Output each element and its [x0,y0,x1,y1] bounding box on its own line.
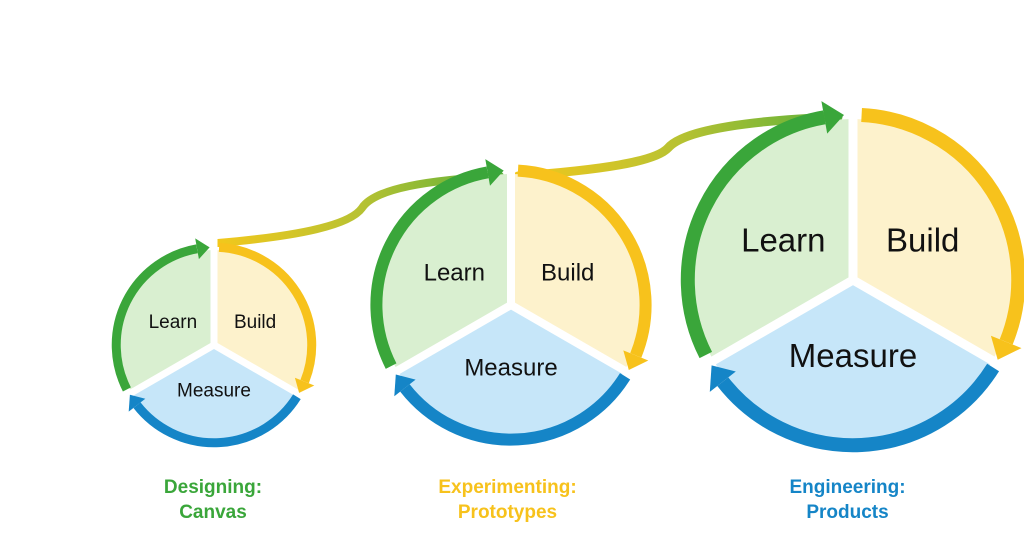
measure-arc [400,373,631,446]
segment-divider [695,276,856,374]
learn-arc [680,110,826,359]
measure-arc [717,363,1000,453]
measure-arrowhead [128,394,146,412]
measure-label: Measure [789,337,917,374]
measure-arrowhead [394,374,416,397]
build-label: Build [886,221,959,258]
caption-title: Engineering: [789,477,906,498]
build-arc [517,164,652,358]
measure-label: Measure [464,354,557,381]
build-arc [218,242,317,384]
segment-divider [508,301,641,382]
learn-arrowhead [821,101,844,134]
measure-segment [397,305,625,436]
measure-segment [713,280,993,441]
caption-title: Experimenting: [438,477,577,498]
build-arrowhead [294,377,315,393]
learn-label: Learn [741,221,825,258]
segment-divider [850,276,1011,374]
build-arrowhead [623,350,649,370]
measure-arc [133,394,301,448]
segment-divider [118,341,216,403]
learn-arrowhead [485,159,504,186]
caption-subtitle: Prototypes [457,502,558,523]
connector-arrow-1 [214,172,504,247]
measure-label: Measure [177,380,251,401]
caption-subtitle: Canvas [179,502,247,523]
segment-divider [381,301,514,382]
caption-designing: Designing: Canvas [128,475,298,525]
learn-arc [111,244,198,392]
caption-experimenting: Experimenting: Prototypes [405,475,610,525]
build-label: Build [541,260,594,287]
learn-arrowhead [195,238,210,260]
learn-arc [370,166,489,369]
caption-engineering: Engineering: Products [760,475,935,525]
measure-arrowhead [709,365,736,392]
build-label: Build [234,312,276,333]
connector-arrow-2 [513,112,843,181]
segment-divider [212,341,310,403]
learn-label: Learn [424,260,485,287]
learn-label: Learn [149,312,198,333]
build-arc [861,108,1024,345]
caption-subtitle: Products [806,502,889,523]
caption-title: Designing: [163,477,263,498]
build-arrowhead [990,335,1022,360]
